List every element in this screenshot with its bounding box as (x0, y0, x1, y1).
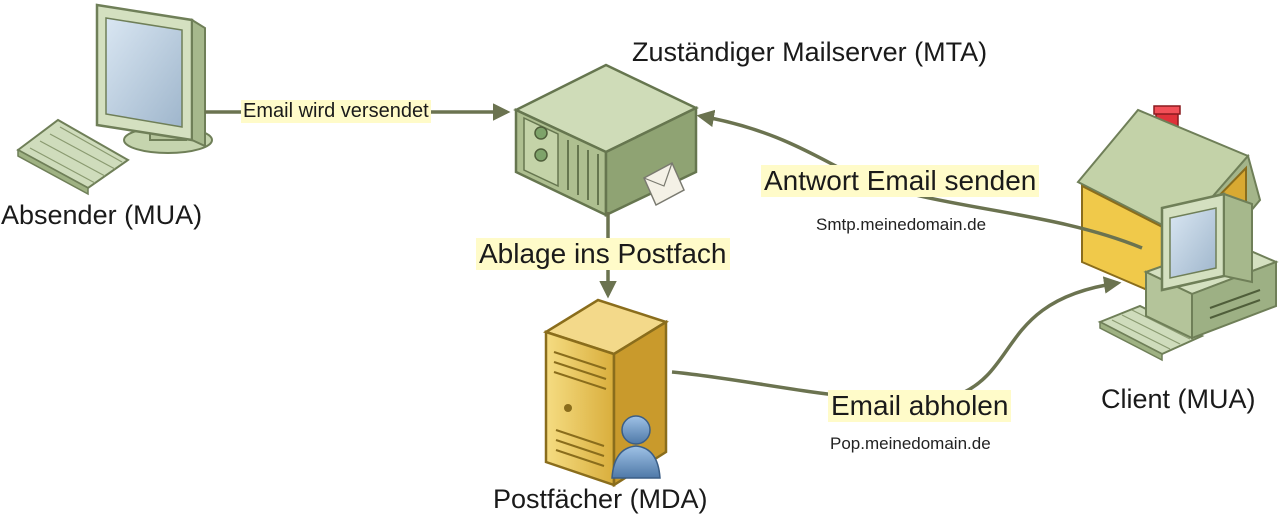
edge-store-label: Ablage ins Postfach (476, 238, 730, 271)
edge-fetch (671, 276, 1122, 402)
client-label: Client (MUA) (1101, 384, 1256, 414)
mail-server-icon (513, 63, 699, 217)
desktop-computer-icon (16, 3, 213, 196)
edge-fetch-label: Email abholen (828, 390, 1012, 423)
edge-reply-label: Antwort Email senden (761, 165, 1040, 198)
mta-label: Zuständiger Mailserver (MTA) (632, 37, 988, 67)
home-computer-icon (1076, 105, 1279, 362)
mda-label: Postfächer (MDA) (493, 484, 708, 514)
sender-label: Absender (MUA) (1, 200, 203, 230)
edge-send-label: Email wird versendet (241, 100, 431, 123)
mailbox-server-icon (543, 298, 669, 488)
envelope-icon (643, 161, 685, 207)
pop-host-label: Pop.meinedomain.de (830, 434, 991, 453)
smtp-host-label: Smtp.meinedomain.de (816, 215, 987, 234)
user-icon (611, 415, 661, 479)
